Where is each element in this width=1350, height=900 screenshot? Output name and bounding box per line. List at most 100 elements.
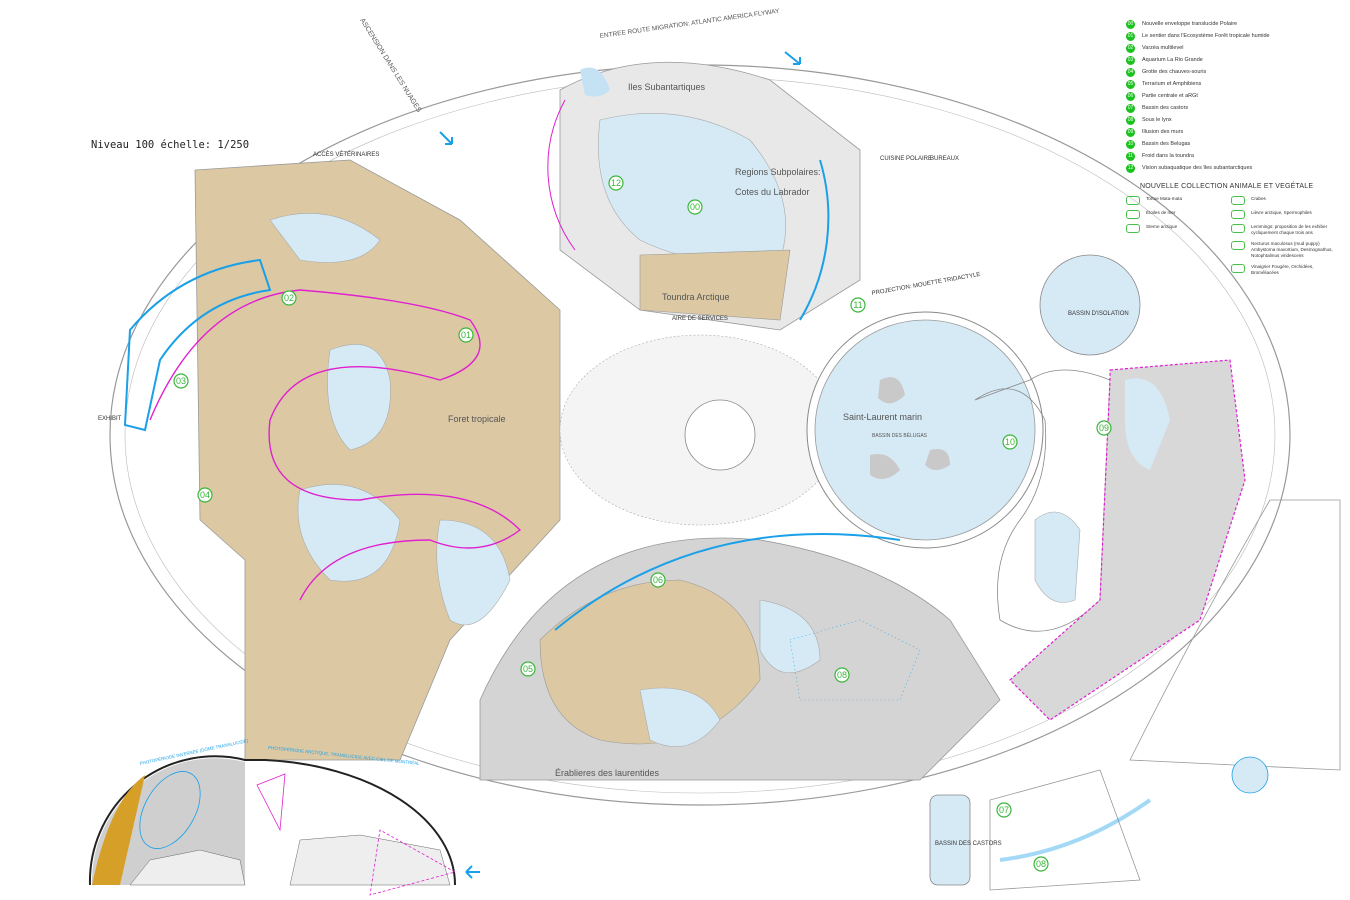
ascension-arrow-icon <box>439 131 453 145</box>
svg-text:07: 07 <box>999 805 1009 815</box>
marker-10[interactable]: 10 <box>1002 434 1018 450</box>
svg-text:10: 10 <box>1005 437 1015 447</box>
svg-text:00: 00 <box>690 202 700 212</box>
marker-badge: 05 <box>1126 79 1135 89</box>
species-item: Étoiles de mer <box>1126 210 1231 219</box>
marker-09[interactable]: 09 <box>1096 420 1112 436</box>
species-label: Vinaigrier Fougère, Orchidées, Broméliac… <box>1251 264 1314 275</box>
marker-01[interactable]: 01 <box>458 327 474 343</box>
label-isolation: BASSIN D'ISOLATION <box>1068 311 1129 317</box>
label-exhibit: EXHIBIT <box>98 416 122 422</box>
label-projection: PROJECTION: MOUETTE TRIDACTYLE <box>871 272 981 297</box>
legend-item: 02 Varzéa multilevel <box>1126 42 1346 54</box>
marker-08b[interactable]: 08 <box>1033 856 1049 872</box>
species-item: Crabes <box>1231 196 1336 205</box>
legend-label: Bassin des castors <box>1142 105 1189 111</box>
legend-item: 07 Bassin des castors <box>1126 102 1346 114</box>
svg-text:06: 06 <box>653 575 663 585</box>
legend-item: 00 Nouvelle enveloppe translucide Polaire <box>1126 18 1346 30</box>
marker-05[interactable]: 05 <box>520 661 536 677</box>
marker-badge: 10 <box>1126 139 1135 149</box>
label-ascension: ASCENSION DANS LES NUAGES <box>358 17 422 114</box>
label-entree: ENTREE ROUTE MIGRATION: ATLANTIC AMERICA… <box>599 8 780 40</box>
marker-badge: 09 <box>1126 127 1135 137</box>
section-arrow-icon <box>465 865 480 879</box>
legend-label: Partie centrale et aRGt <box>1142 93 1198 99</box>
svg-text:01: 01 <box>461 330 471 340</box>
entry-arrow-icon <box>784 51 801 65</box>
species-icon <box>1126 210 1140 219</box>
marker-badge: 00 <box>1126 19 1135 29</box>
marker-03[interactable]: 03 <box>173 373 189 389</box>
species-label: Lemmings: proposition de les exhiber cyc… <box>1251 224 1328 235</box>
svg-text:08: 08 <box>1036 859 1046 869</box>
wall-illusion-zone <box>1009 359 1246 721</box>
species-item: Tortue Mata-mata <box>1126 196 1231 205</box>
label-belugas: BASSIN DES BÉLUGAS <box>872 432 928 439</box>
label-services: AIRE DE SERVICES <box>672 316 728 322</box>
legend-label: Le sentier dans l'Ecosystème Forêt tropi… <box>1142 33 1270 39</box>
legend-label: Varzéa multilevel <box>1142 45 1184 51</box>
species-item: Necturus maculosus (mud puppy) Ambystoma… <box>1231 241 1336 259</box>
dome-section <box>88 755 457 886</box>
marker-04[interactable]: 04 <box>197 487 213 503</box>
marker-badge: 11 <box>1126 151 1135 161</box>
svg-text:02: 02 <box>284 293 294 303</box>
label-iles: Iles Subantartiques <box>628 82 706 92</box>
species-item: Vinaigrier Fougère, Orchidées, Broméliac… <box>1231 264 1336 276</box>
svg-text:08: 08 <box>837 670 847 680</box>
marker-badge: 02 <box>1126 43 1135 53</box>
legend-item: 01 Le sentier dans l'Ecosystème Forêt tro… <box>1126 30 1346 42</box>
isolation-basin <box>1039 254 1141 356</box>
svg-text:03: 03 <box>176 376 186 386</box>
species-label: Étoiles de mer <box>1146 210 1176 215</box>
legend-label: Illusion des murs <box>1142 129 1184 135</box>
legend-label: Vision subaquatique des îles subantarcti… <box>1142 165 1253 171</box>
marker-07[interactable]: 07 <box>996 802 1012 818</box>
marker-12[interactable]: 12 <box>608 175 624 191</box>
species-item: Sterne arctique <box>1126 224 1231 233</box>
legend-label: Terrarium et Amphibiens <box>1142 81 1202 87</box>
marker-badge: 08 <box>1126 115 1135 125</box>
marker-badge: 07 <box>1126 103 1135 113</box>
svg-text:09: 09 <box>1099 423 1109 433</box>
marker-badge: 12 <box>1126 163 1135 173</box>
marker-02[interactable]: 02 <box>281 290 297 306</box>
species-label: Crabes <box>1251 196 1266 201</box>
label-cotes: Cotes du Labrador <box>735 187 810 197</box>
label-erablieres: Érablieres des laurentides <box>555 768 660 778</box>
species-label: Necturus maculosus (mud puppy) Ambystoma… <box>1251 241 1333 258</box>
species-icon <box>1126 196 1140 205</box>
beluga-basin <box>814 319 1036 541</box>
species-icon <box>1231 196 1245 205</box>
legend-item: 05 Terrarium et Amphibiens <box>1126 78 1346 90</box>
species-item: Lièvre arctique, Spermophiles <box>1231 210 1336 219</box>
marker-00[interactable]: 00 <box>687 199 703 215</box>
legend-item: 09 Illusion des murs <box>1126 126 1346 138</box>
label-toundra: Toundra Arctique <box>662 292 730 302</box>
legend-label: Aquarium La Rio Grande <box>1142 57 1203 63</box>
species-icon <box>1231 224 1245 233</box>
svg-text:12: 12 <box>611 178 621 188</box>
species-item: Lemmings: proposition de les exhiber cyc… <box>1231 224 1336 236</box>
label-castors: BASSIN DES CASTORS <box>935 841 1002 847</box>
label-cuisine: CUISINE POLAIRE <box>880 156 932 162</box>
species-icon <box>1231 241 1245 250</box>
marker-08[interactable]: 08 <box>834 667 850 683</box>
marker-11[interactable]: 11 <box>850 297 866 313</box>
marker-06[interactable]: 06 <box>650 572 666 588</box>
legend: 00 Nouvelle enveloppe translucide Polaire… <box>1126 18 1346 281</box>
marker-badge: 01 <box>1126 31 1135 41</box>
collection-title: NOUVELLE COLLECTION ANIMALE ET VEGÉTALE <box>1140 183 1314 190</box>
marker-badge: 03 <box>1126 55 1135 65</box>
legend-label: Nouvelle enveloppe translucide Polaire <box>1142 21 1238 27</box>
label-veterinaires: ACCÈS VÉTÉRINAIRES <box>313 151 379 158</box>
legend-label: Sous le lynx <box>1142 117 1172 123</box>
species-label: Tortue Mata-mata <box>1146 196 1182 201</box>
label-saint-laurent: Saint-Laurent marin <box>843 412 922 422</box>
label-foret: Foret tropicale <box>448 414 506 424</box>
